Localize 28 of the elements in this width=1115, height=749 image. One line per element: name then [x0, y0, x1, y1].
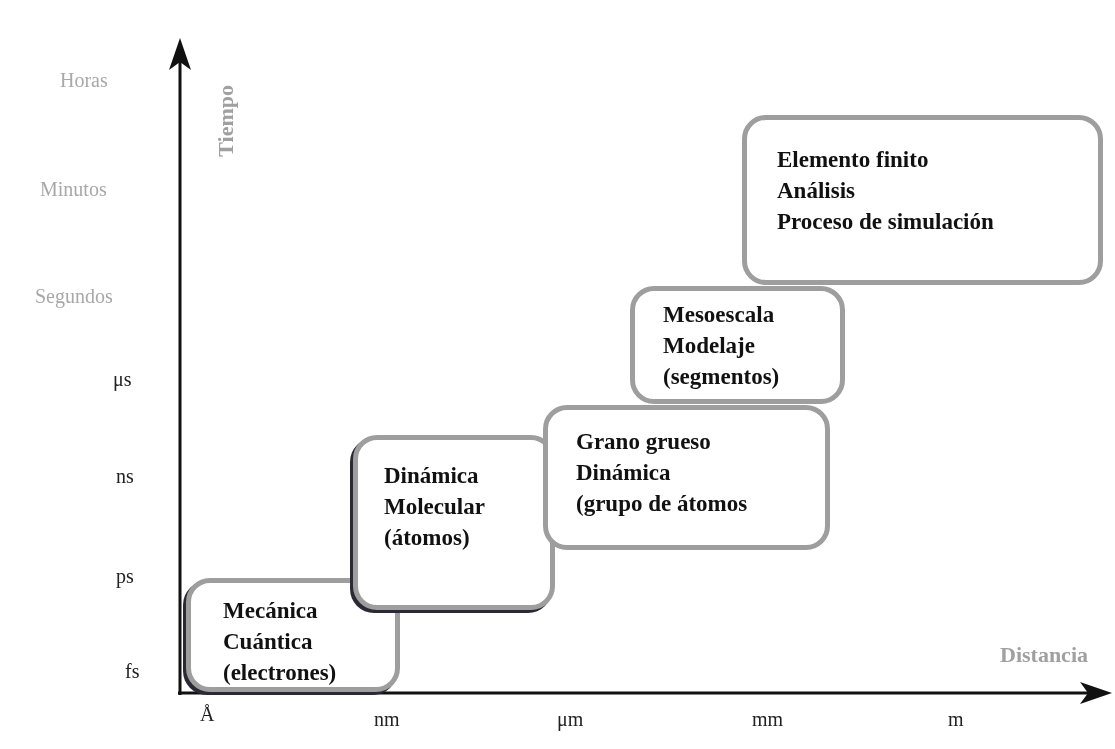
box-text: Grano grueso — [576, 428, 712, 456]
axis-tick-label: m — [948, 708, 964, 731]
axis-tick-label: Horas — [60, 69, 108, 92]
scale-box — [353, 435, 555, 610]
axis-tick-label: μs — [113, 368, 132, 391]
axis-tick-label: μm — [557, 708, 584, 731]
axis-tick-label: nm — [374, 708, 400, 731]
axis-tick-label: mm — [752, 708, 784, 731]
scale-box — [630, 286, 845, 404]
box-text: Dinámica Molecular (átomos) — [384, 462, 486, 552]
box-text: Proceso de simulación — [777, 208, 995, 236]
axis-tick-label: fs — [125, 660, 140, 683]
axis-tick-label: Minutos — [40, 178, 107, 201]
axis-tick-label: ps — [116, 565, 134, 588]
scale-box — [742, 115, 1103, 285]
axis-title: Distancia — [1000, 642, 1088, 668]
box-text: Elemento finito — [777, 146, 930, 174]
axis-tick-label: Segundos — [35, 285, 113, 308]
scale-box — [186, 578, 400, 692]
box-text: Dinámica — [576, 459, 672, 487]
box-text: Mecánica Cuántica (electrones) — [223, 597, 338, 687]
box-text: (grupo de átomos — [576, 490, 749, 518]
axis-title: Tiempo — [213, 85, 239, 157]
scale-box — [543, 405, 830, 550]
axis-tick-label: Å — [200, 703, 215, 726]
box-text: Análisis — [777, 177, 856, 205]
box-text: Mesoescala Modelaje (segmentos) — [663, 301, 781, 391]
axis-tick-label: ns — [116, 465, 134, 488]
